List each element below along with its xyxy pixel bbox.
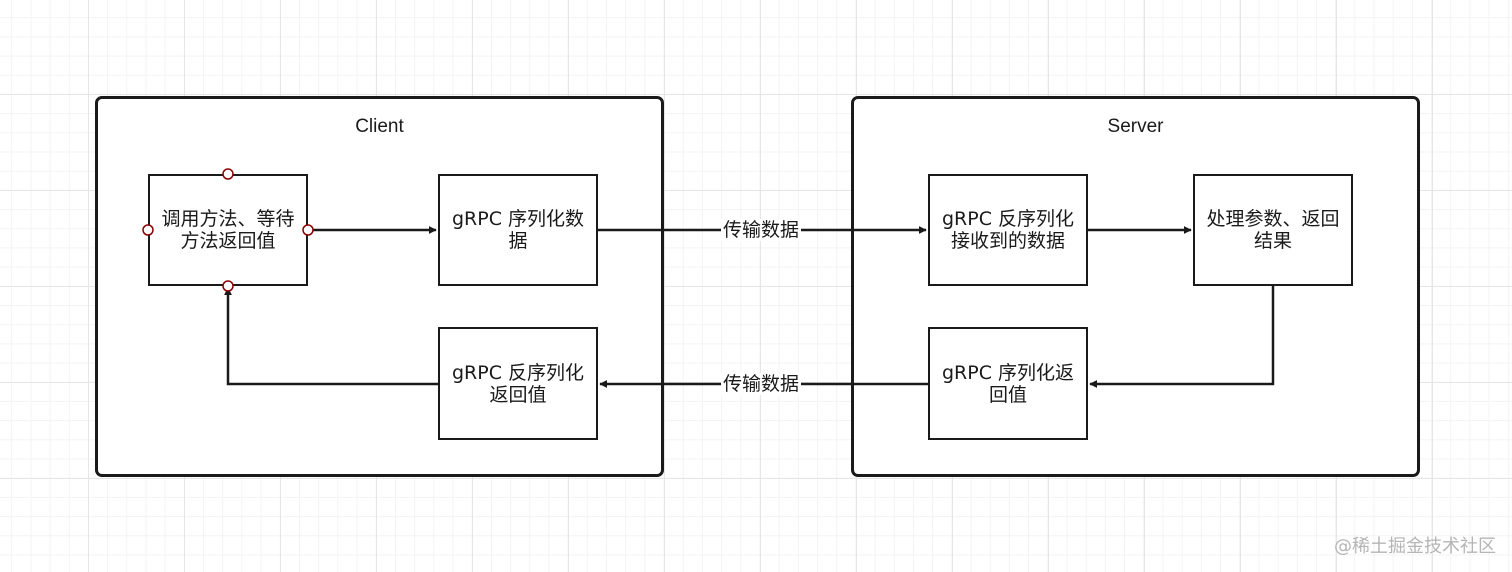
watermark: @稀土掘金技术社区 xyxy=(1334,536,1496,557)
process-label: 处理参数、返回结果 xyxy=(1206,208,1340,252)
connection-point-right[interactable] xyxy=(302,224,314,236)
connection-point-left[interactable] xyxy=(142,224,154,236)
client-deserialize-node[interactable]: gRPC 反序列化返回值 xyxy=(438,327,598,440)
server-title: Server xyxy=(1107,116,1164,137)
server-serialize-label: gRPC 序列化返回值 xyxy=(941,361,1075,406)
process-node[interactable]: 处理参数、返回结果 xyxy=(1193,174,1353,286)
invoke-method-label: 调用方法、等待方法返回值 xyxy=(161,208,295,252)
arrow-deserialize-to-invoke xyxy=(224,287,438,386)
client-container: Client xyxy=(95,96,664,477)
request-transfer-label: 传输数据 xyxy=(721,219,802,241)
response-transfer-label: 传输数据 xyxy=(721,373,802,395)
client-serialize-label: gRPC 序列化数据 xyxy=(451,208,585,252)
invoke-method-node[interactable]: 调用方法、等待方法返回值 xyxy=(148,174,308,286)
server-deserialize-node[interactable]: gRPC 反序列化接收到的数据 xyxy=(928,174,1088,286)
server-deserialize-label: gRPC 反序列化接收到的数据 xyxy=(941,208,1075,252)
client-title: Client xyxy=(355,116,404,137)
server-serialize-node[interactable]: gRPC 序列化返回值 xyxy=(928,327,1088,440)
arrow-process-to-serialize xyxy=(1089,286,1275,388)
client-deserialize-label: gRPC 反序列化返回值 xyxy=(451,361,585,406)
connection-point-bottom[interactable] xyxy=(222,280,234,292)
client-serialize-node[interactable]: gRPC 序列化数据 xyxy=(438,174,598,286)
connection-point-top[interactable] xyxy=(222,168,234,180)
